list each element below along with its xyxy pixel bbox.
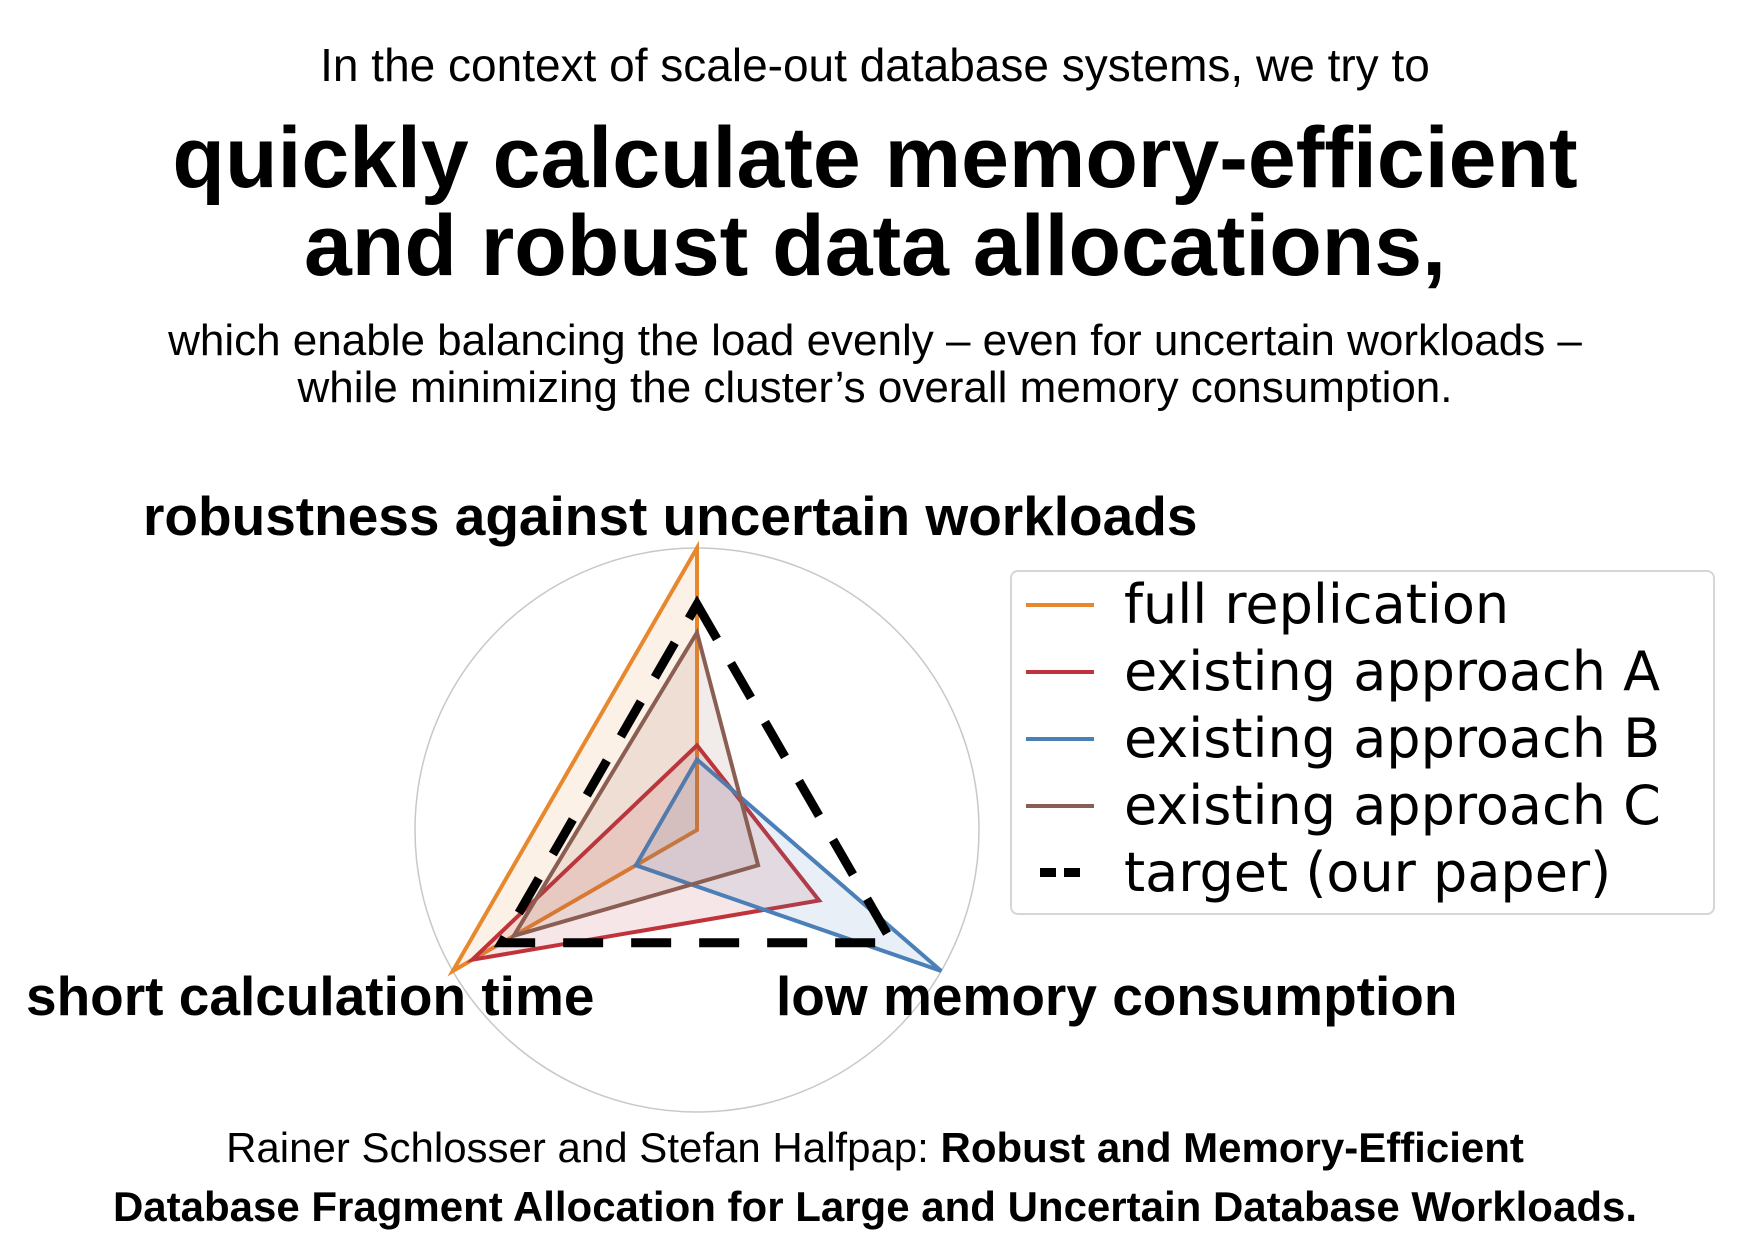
legend-item-target: target (our paper) xyxy=(1012,840,1713,906)
series-layer xyxy=(447,540,943,977)
headline-line-2: and robust data allocations, xyxy=(303,198,1447,294)
headline-line-1: quickly calculate memory-efficient xyxy=(172,110,1578,206)
subtitle-line-1: which enable balancing the load evenly –… xyxy=(168,316,1582,365)
citation-title-part-1: Robust and Memory-Efficient xyxy=(940,1124,1524,1171)
axis-label-robustness: robustness against uncertain workloads xyxy=(143,485,1198,547)
legend-swatch xyxy=(1026,804,1094,808)
legend-swatch xyxy=(1026,737,1094,741)
series-existing-approach-c xyxy=(509,627,761,940)
legend-label: target (our paper) xyxy=(1124,841,1612,904)
citation-line-2: Database Fragment Allocation for Large a… xyxy=(112,1183,1638,1230)
legend-item-approach-a: existing approach A xyxy=(1012,639,1713,705)
citation-line-1: Rainer Schlosser and Stefan Halfpap: Rob… xyxy=(0,1124,1750,1172)
subtitle-line-2: while minimizing the cluster’s overall m… xyxy=(297,363,1453,412)
legend-label: existing approach C xyxy=(1124,774,1661,837)
intro-text: In the context of scale-out database sys… xyxy=(320,39,1430,91)
legend-swatch xyxy=(1026,670,1094,674)
legend-label: existing approach B xyxy=(1124,707,1661,770)
chart-legend: full replication existing approach A exi… xyxy=(1010,570,1715,915)
legend-item-approach-b: existing approach B xyxy=(1012,706,1713,772)
legend-label: full replication xyxy=(1124,573,1510,636)
axis-label-calculation-time: short calculation time xyxy=(26,965,595,1027)
citation-authors: Rainer Schlosser and Stefan Halfpap: xyxy=(226,1124,941,1171)
legend-label: existing approach A xyxy=(1124,640,1661,703)
series-target-our-paper xyxy=(493,595,901,948)
series-existing-approach-a xyxy=(466,742,823,963)
legend-swatch xyxy=(1026,603,1094,607)
legend-item-full-replication: full replication xyxy=(1012,572,1713,638)
axis-label-memory: low memory consumption xyxy=(776,965,1458,1027)
legend-swatch xyxy=(1040,868,1080,877)
series-full-replication xyxy=(447,540,699,977)
legend-item-approach-c: existing approach C xyxy=(1012,773,1713,839)
series-existing-approach-b xyxy=(632,756,943,973)
